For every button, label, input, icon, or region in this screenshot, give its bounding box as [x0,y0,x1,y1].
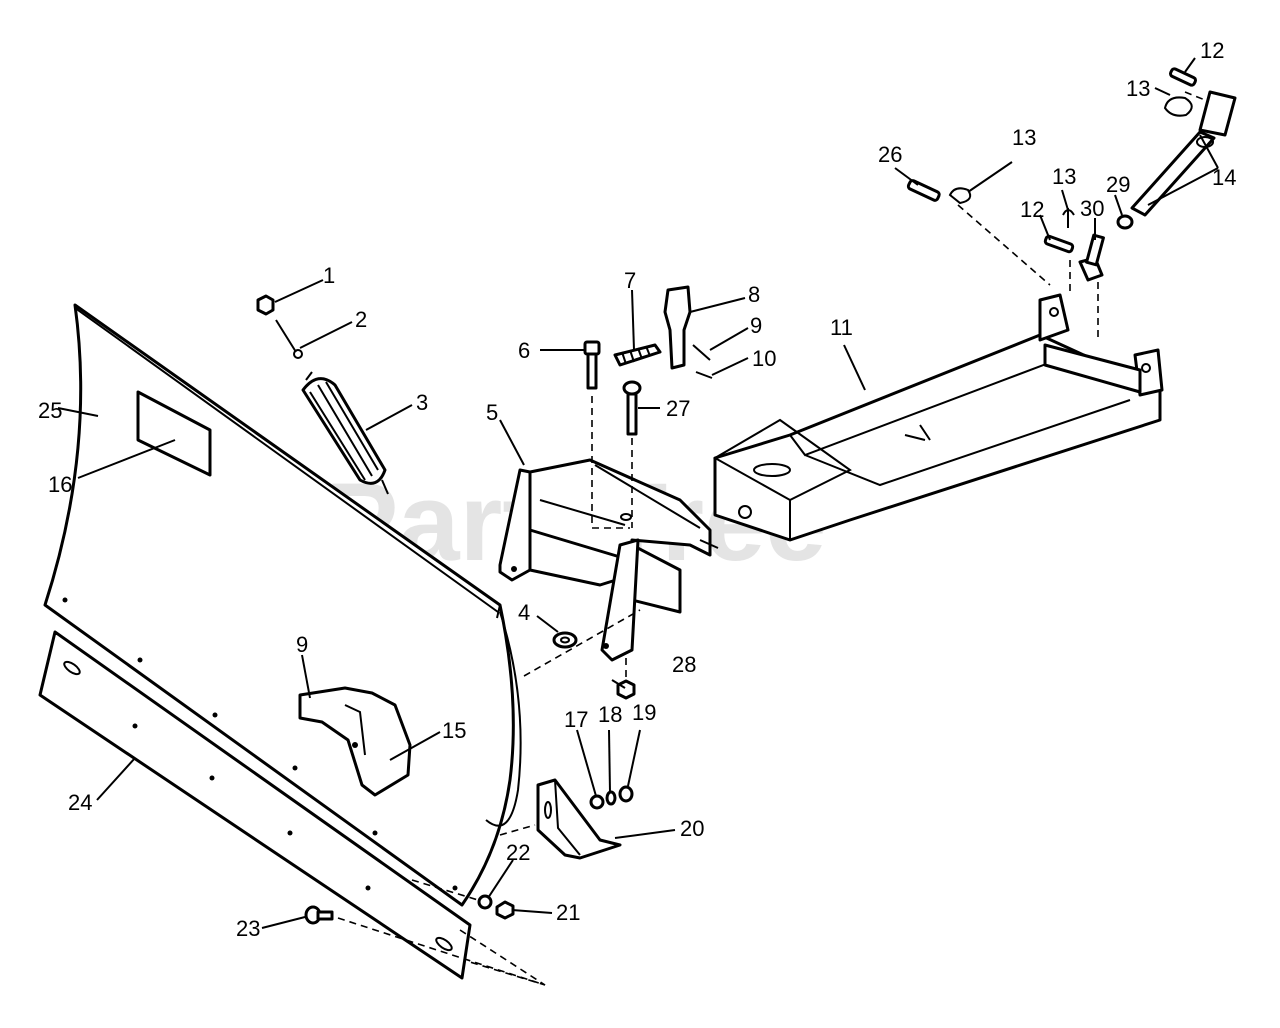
callout-7: 7 [624,268,636,293]
bracket-part-20 [536,778,622,860]
callout-16: 16 [48,472,72,497]
washer-part-17 [589,794,605,810]
callout-24: 24 [68,790,92,815]
callout-15: 15 [442,718,466,743]
callout-28: 28 [672,652,696,677]
callout-23: 23 [236,916,260,941]
callout-1: 1 [323,263,335,288]
bolt-part-27 [622,380,642,436]
callout-10: 10 [752,346,776,371]
washer-part-22 [477,894,493,910]
callout-12: 12 [1020,197,1044,222]
callout-3: 3 [416,390,428,415]
brace-part-15 [298,686,412,797]
callout-21: 21 [556,900,580,925]
callout-4: 4 [518,600,530,625]
pin-part-12 [1169,67,1197,87]
nut-part-28 [616,679,636,700]
leader-lines [57,57,1219,929]
nut-part-29 [1116,214,1134,230]
push-frame-part-11 [712,293,1164,542]
callout-22: 22 [506,840,530,865]
pin-part-10 [695,371,713,379]
pin-part-9 [692,344,711,361]
pin-part-12 [1043,234,1075,254]
clip-part-13 [1163,96,1193,117]
pivot-bracket-part-5 [498,458,719,662]
callout-labels: 1 2 3 4 5 6 7 8 9 9 10 11 12 12 13 13 13… [38,38,1236,941]
callout-14: 14 [1212,165,1236,190]
callout-29: 29 [1106,172,1130,197]
bolt-part-6 [583,340,601,390]
callout-18: 18 [598,702,622,727]
callout-9: 9 [750,313,762,338]
assembly-lines [337,91,1206,986]
lockwasher-part-18 [605,790,617,806]
callout-27: 27 [666,396,690,421]
callout-11: 11 [830,315,853,340]
eyebolt-part-2 [275,319,303,359]
spring-part-3 [301,371,389,495]
pin-part-26 [906,179,941,202]
callout-13: 13 [1052,164,1076,189]
pin-part-30 [1078,233,1105,282]
callout-9: 9 [296,632,308,657]
nut-part-21 [495,900,515,920]
clip-part-13 [948,187,972,205]
cutting-edge-part-24 [38,630,472,980]
nut-part-19 [618,785,634,803]
callout-6: 6 [518,338,530,363]
callout-2: 2 [355,307,367,332]
callout-17: 17 [564,707,588,732]
callout-25: 25 [38,398,62,423]
spring-part-7 [613,343,662,367]
callout-30: 30 [1080,196,1104,221]
nut-part-1 [256,294,275,316]
callout-20: 20 [680,816,704,841]
callout-19: 19 [632,700,656,725]
callout-26: 26 [878,142,902,167]
callout-13: 13 [1012,125,1036,150]
callout-12: 12 [1200,38,1224,63]
decal-part-16 [136,390,212,477]
callout-8: 8 [748,282,760,307]
carriage-bolt-part-23 [304,905,334,925]
callout-13: 13 [1126,76,1150,101]
clip-part-13 [1062,208,1075,228]
callout-5: 5 [486,400,498,425]
nut-part-4 [552,631,578,649]
handle-part-8 [663,285,692,370]
lift-link-part-14 [1130,90,1237,217]
